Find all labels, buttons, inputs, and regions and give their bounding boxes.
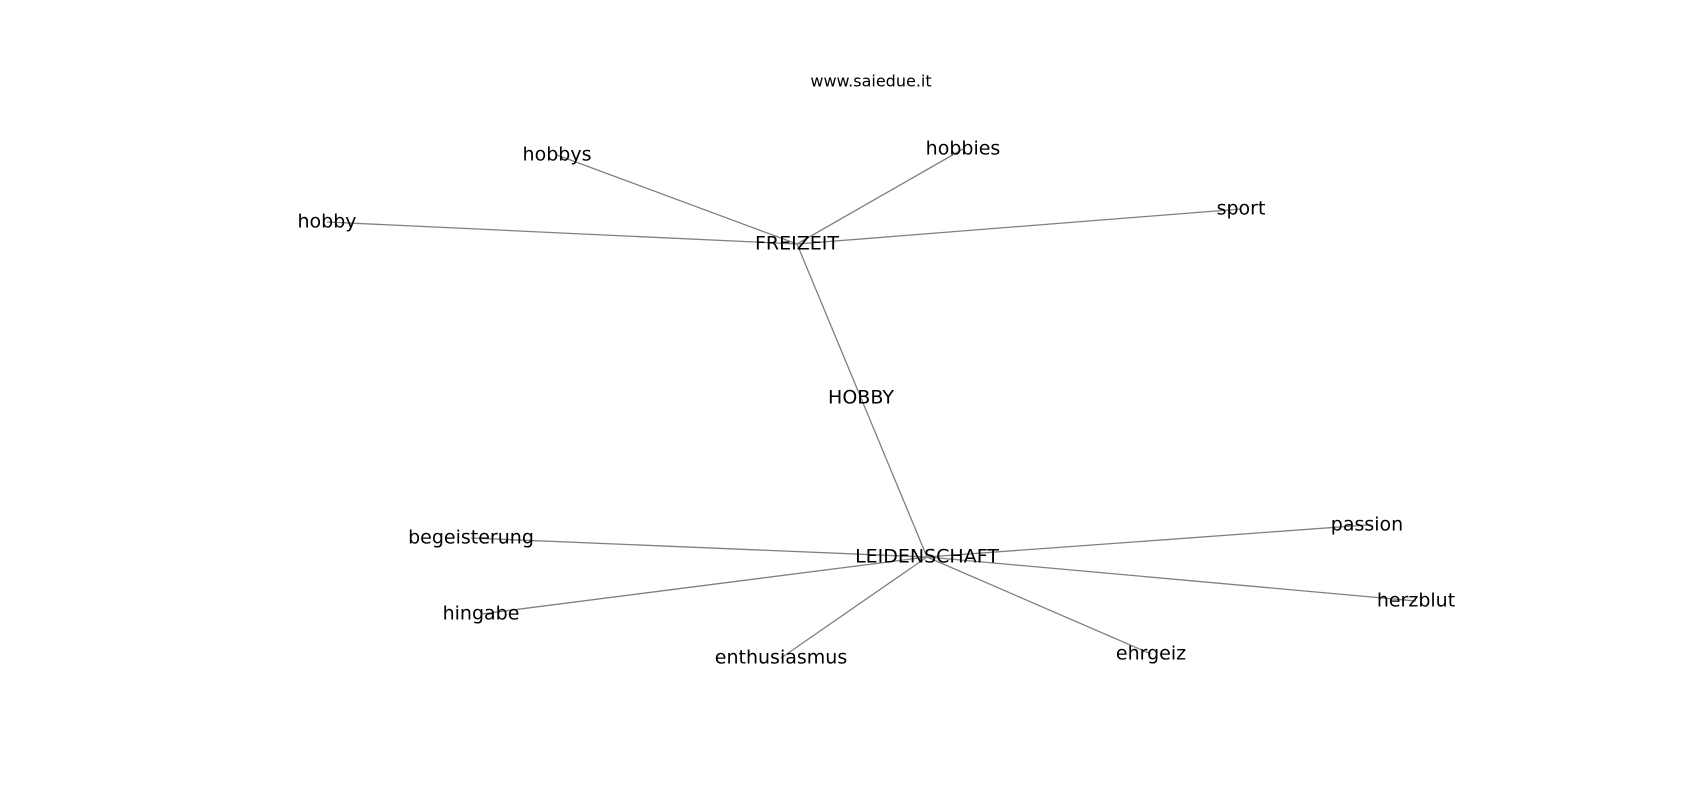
edge-leidenschaft-passion [926, 524, 1368, 558]
node-label-enthusiasmus: enthusiasmus [715, 647, 847, 669]
edge-leidenschaft-herzblut [926, 556, 1417, 602]
node-label-hobbys: hobbys [523, 144, 592, 166]
node-label-ehrgeiz: ehrgeiz [1116, 643, 1186, 665]
edge-freizeit-hobby [326, 221, 798, 245]
edge-leidenschaft-ehrgeiz [926, 556, 1152, 655]
edges-group [326, 148, 1417, 659]
node-label-begeisterung: begeisterung [408, 527, 534, 549]
node-label-hingabe: hingabe [443, 603, 520, 625]
node-label-hobbies: hobbies [926, 138, 1001, 160]
edge-freizeit-sport [796, 208, 1242, 245]
node-label-leidenschaft: LEIDENSCHAFT [855, 546, 999, 568]
edge-freizeit-hobbys [556, 154, 798, 245]
node-label-freizeit: FREIZEIT [755, 233, 839, 255]
edge-freizeit-hobbies [796, 148, 964, 245]
edge-leidenschaft-enthusiasmus [780, 556, 928, 659]
source-watermark: www.saiedue.it [810, 72, 931, 91]
edge-leidenschaft-begeisterung [470, 537, 928, 558]
edge-freizeit-leidenschaft [796, 243, 928, 558]
node-label-sport: sport [1217, 198, 1266, 220]
node-label-hobby-center: HOBBY [828, 387, 894, 409]
nodes-group: HOBBY FREIZEIT LEIDENSCHAFT hobbys hobbies ho… [297, 138, 1455, 669]
edge-leidenschaft-hingabe [480, 556, 928, 615]
node-label-herzblut: herzblut [1377, 590, 1455, 612]
node-label-passion: passion [1331, 514, 1403, 536]
node-label-hobby: hobby [297, 211, 356, 233]
